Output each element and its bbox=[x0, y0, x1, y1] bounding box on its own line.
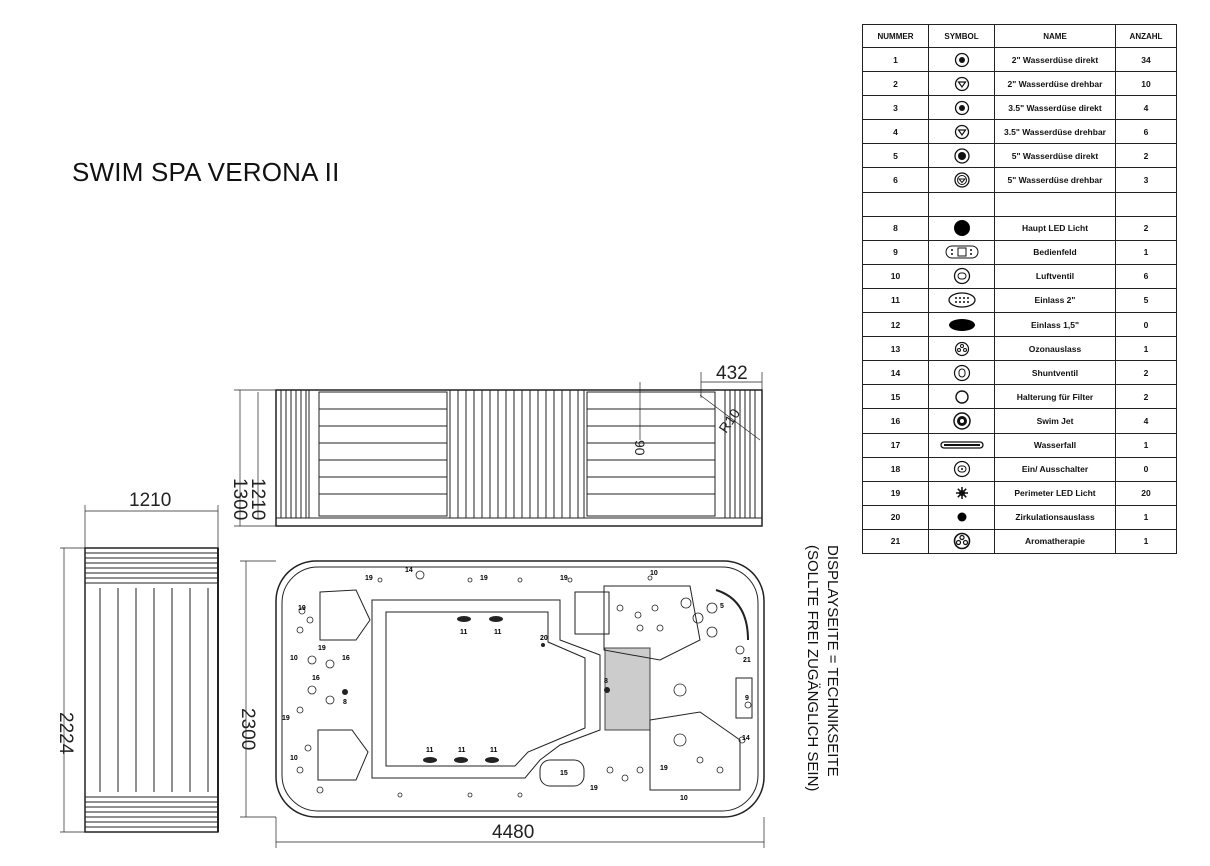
legend-cell-name: Halterung für Filter bbox=[994, 384, 1116, 410]
circulation-outlet-icon bbox=[929, 511, 994, 523]
legend-cell-symbol bbox=[928, 528, 995, 554]
legend-cell-anzahl: 1 bbox=[1115, 504, 1177, 530]
legend-cell-symbol bbox=[928, 143, 995, 169]
legend-cell-nummer: 19 bbox=[862, 480, 929, 506]
dim-plan-length: 4480 bbox=[492, 822, 534, 843]
jet-rotating-icon bbox=[929, 76, 994, 92]
dim-top-length: 432 bbox=[716, 363, 748, 384]
shunt-valve-icon bbox=[929, 364, 994, 382]
legend-header-nummer: NUMMER bbox=[862, 24, 929, 48]
legend-cell-symbol bbox=[928, 504, 995, 530]
legend-cell-symbol bbox=[928, 456, 995, 482]
air-valve-icon bbox=[929, 267, 994, 285]
legend-cell-anzahl: 6 bbox=[1115, 263, 1177, 289]
dim-top-diag: R10 bbox=[715, 405, 743, 435]
inlet-2-icon bbox=[929, 292, 994, 309]
jet-direct-icon bbox=[929, 100, 994, 116]
jet-direct-icon bbox=[929, 52, 994, 68]
legend-row bbox=[862, 191, 1177, 217]
dim-side-width: 1210 bbox=[129, 490, 171, 511]
legend-cell-name: Einlass 2" bbox=[994, 287, 1116, 314]
legend-cell-symbol bbox=[928, 71, 995, 97]
legend-cell-nummer bbox=[862, 191, 929, 217]
dim-top-width-2: 1300 bbox=[229, 478, 250, 520]
inlet-15-icon bbox=[929, 318, 994, 332]
ozone-icon bbox=[929, 341, 994, 357]
led-light-icon bbox=[929, 219, 994, 237]
legend-cell-anzahl: 6 bbox=[1115, 119, 1177, 145]
legend-cell-nummer: 4 bbox=[862, 119, 929, 145]
legend-cell-anzahl: 5 bbox=[1115, 287, 1177, 314]
perimeter-led-icon bbox=[929, 486, 994, 500]
legend-cell-anzahl: 1 bbox=[1115, 336, 1177, 362]
filter-holder-icon bbox=[929, 389, 994, 405]
legend-cell-nummer: 8 bbox=[862, 215, 929, 241]
swim-jet-icon bbox=[929, 412, 994, 430]
legend-cell-nummer: 9 bbox=[862, 239, 929, 265]
legend-cell-anzahl: 2 bbox=[1115, 384, 1177, 410]
aromatherapy-icon bbox=[929, 532, 994, 550]
legend-cell-name: 2" Wasserdüse drehbar bbox=[994, 71, 1116, 97]
legend-cell-name: Shuntventil bbox=[994, 360, 1116, 386]
switch-icon bbox=[929, 460, 994, 478]
legend-cell-name: Einlass 1,5" bbox=[994, 312, 1116, 338]
legend-cell-symbol bbox=[928, 95, 995, 121]
legend-cell-symbol bbox=[928, 215, 995, 241]
dim-plan-width: 2300 bbox=[237, 708, 258, 750]
legend-cell-anzahl: 20 bbox=[1115, 480, 1177, 506]
legend-cell-name: Ozonauslass bbox=[994, 336, 1116, 362]
legend-cell-anzahl: 2 bbox=[1115, 360, 1177, 386]
legend-cell-nummer: 2 bbox=[862, 71, 929, 97]
legend-cell-name: 2" Wasserdüse direkt bbox=[994, 46, 1116, 73]
legend-cell-nummer: 6 bbox=[862, 167, 929, 193]
legend-cell-symbol bbox=[928, 263, 995, 289]
legend-cell-name: Perimeter LED Licht bbox=[994, 480, 1116, 506]
legend-cell-name: 3.5" Wasserdüse drehbar bbox=[994, 119, 1116, 145]
control-panel-icon bbox=[929, 244, 994, 260]
jet-rotating-icon bbox=[929, 124, 994, 140]
legend-cell-name: 3.5" Wasserdüse direkt bbox=[994, 95, 1116, 121]
legend-cell-name: Aromatherapie bbox=[994, 528, 1116, 554]
legend-cell-anzahl: 2 bbox=[1115, 215, 1177, 241]
legend-cell-anzahl: 4 bbox=[1115, 95, 1177, 121]
dim-top-width-1: 1210 bbox=[247, 478, 268, 520]
waterfall-icon bbox=[929, 441, 994, 449]
jet-rotating-large-icon bbox=[929, 172, 994, 188]
legend-cell-name: Ein/ Ausschalter bbox=[994, 456, 1116, 482]
legend-cell-anzahl: 1 bbox=[1115, 432, 1177, 458]
legend-table: NUMMER SYMBOL NAME ANZAHL 1 2" Wasserdüse… bbox=[862, 24, 1177, 554]
legend-header-anzahl: ANZAHL bbox=[1115, 24, 1177, 48]
legend-cell-anzahl: 0 bbox=[1115, 456, 1177, 482]
page-title: SWIM SPA VERONA II bbox=[72, 157, 340, 187]
legend-cell-symbol bbox=[928, 408, 995, 434]
legend-cell-symbol bbox=[928, 46, 995, 73]
dim-side-length: 2224 bbox=[55, 712, 76, 755]
legend-cell-name: Luftventil bbox=[994, 263, 1116, 289]
legend-cell-anzahl: 1 bbox=[1115, 528, 1177, 554]
legend-header-row: NUMMER SYMBOL NAME ANZAHL bbox=[862, 24, 1177, 48]
jet-direct-large-icon bbox=[929, 148, 994, 164]
dim-top-depth: 90 bbox=[632, 440, 648, 456]
legend-cell-anzahl bbox=[1115, 191, 1177, 217]
legend-cell-nummer: 1 bbox=[862, 46, 929, 73]
legend-cell-anzahl: 4 bbox=[1115, 408, 1177, 434]
